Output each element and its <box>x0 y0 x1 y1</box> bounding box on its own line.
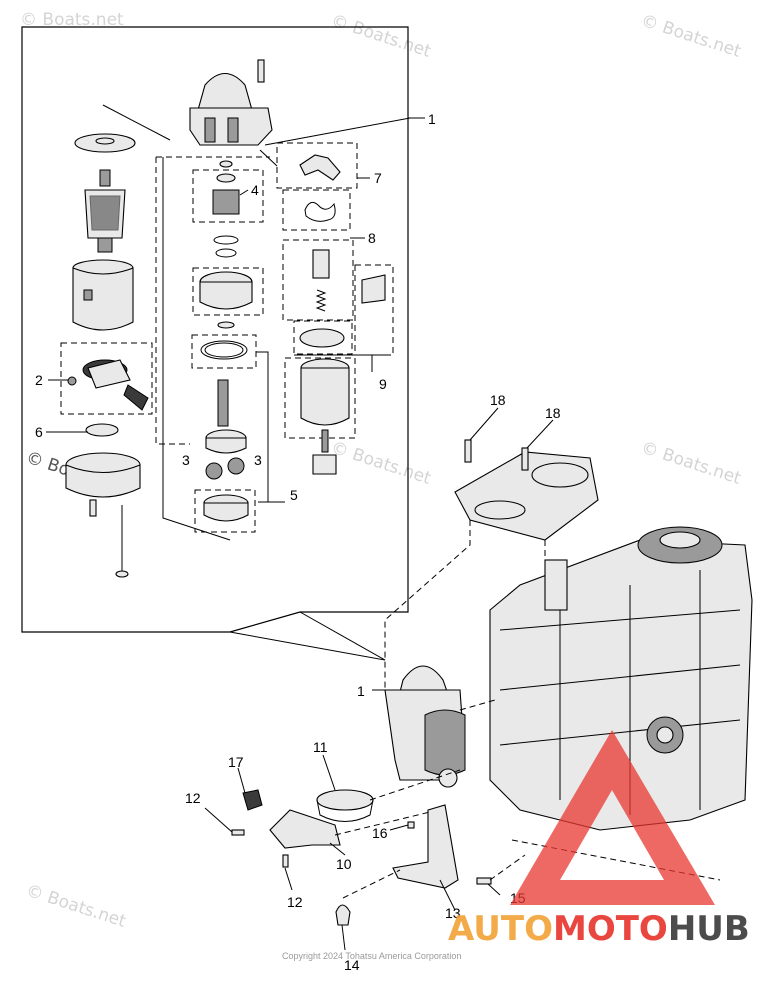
callout-16: 16 <box>372 825 388 841</box>
terminal-plate <box>293 320 353 355</box>
callout-7: 7 <box>374 170 382 186</box>
plunger-spring <box>282 239 354 321</box>
band-clamp-11 <box>316 789 374 822</box>
spring-clip <box>282 189 351 231</box>
callout-4: 4 <box>251 182 259 198</box>
bracket-flange <box>454 439 599 541</box>
bolt-15 <box>476 877 492 885</box>
internal-gear <box>194 489 256 533</box>
rear-cover <box>65 452 141 498</box>
solenoid-body <box>284 357 356 475</box>
callout-12-left: 12 <box>185 790 201 806</box>
end-plate-washer <box>74 133 136 153</box>
watermark-top-right: © Boats.net <box>638 11 743 62</box>
pinion-assembly <box>192 160 264 223</box>
callout-5: 5 <box>290 487 298 503</box>
shaft-and-carrier <box>205 379 247 454</box>
watermark-top-left: © Boats.net <box>20 10 124 30</box>
armature <box>84 169 126 253</box>
through-bolts <box>89 499 129 578</box>
bolt-16 <box>407 821 415 829</box>
callout-18-right: 18 <box>545 405 561 421</box>
svg-text:AUTOMOTOHUB: AUTOMOTOHUB <box>448 909 750 949</box>
callout-6: 6 <box>35 424 43 440</box>
callout-1-top: 1 <box>428 111 436 127</box>
callout-18-left: 18 <box>490 392 506 408</box>
retaining-clip <box>213 235 239 258</box>
callout-8: 8 <box>368 230 376 246</box>
callout-3-right: 3 <box>254 452 262 468</box>
planetary-gears <box>205 457 245 480</box>
lever <box>276 142 358 189</box>
solenoid-front-housing <box>189 59 273 146</box>
callout-12-bottom: 12 <box>287 894 303 910</box>
watermark-mid-center: © Boats.net <box>328 438 433 489</box>
cover-13 <box>392 804 459 889</box>
automotohub-logo: AUTOMOTOHUB <box>448 730 750 949</box>
bolts-12 <box>231 829 289 868</box>
o-ring <box>191 334 257 369</box>
yoke-housing <box>72 259 134 331</box>
watermark-top-center: © Boats.net <box>328 11 433 62</box>
logo-text-hub: HUB <box>668 909 750 949</box>
logo-text-auto: AUTO <box>448 909 553 949</box>
engine-block <box>489 526 753 831</box>
watermark-mid-right: © Boats.net <box>638 438 743 489</box>
bracket-10 <box>269 809 341 849</box>
callout-11: 11 <box>313 739 328 755</box>
brush-holder <box>60 342 153 415</box>
callout-10: 10 <box>336 856 352 872</box>
cap-14 <box>335 904 351 926</box>
callout-13: 13 <box>445 905 461 921</box>
clip-washer <box>85 423 119 437</box>
callout-9: 9 <box>379 376 387 392</box>
logo-triangle-icon <box>510 730 715 905</box>
copyright-text: Copyright 2024 Tohatsu America Corporati… <box>282 951 461 961</box>
clutch-gear <box>192 267 264 329</box>
clamp-17 <box>242 789 263 811</box>
callout-1-bottom: 1 <box>357 683 365 699</box>
starter-motor <box>384 665 466 788</box>
logo-text-moto: MOTO <box>553 909 668 949</box>
watermark-bottom-left: © Boats.net <box>23 881 128 932</box>
callout-3-left: 3 <box>182 452 190 468</box>
callout-2: 2 <box>35 372 43 388</box>
callout-14: 14 <box>344 957 360 973</box>
brush-plate-9 <box>354 264 394 356</box>
callout-17: 17 <box>228 754 244 770</box>
